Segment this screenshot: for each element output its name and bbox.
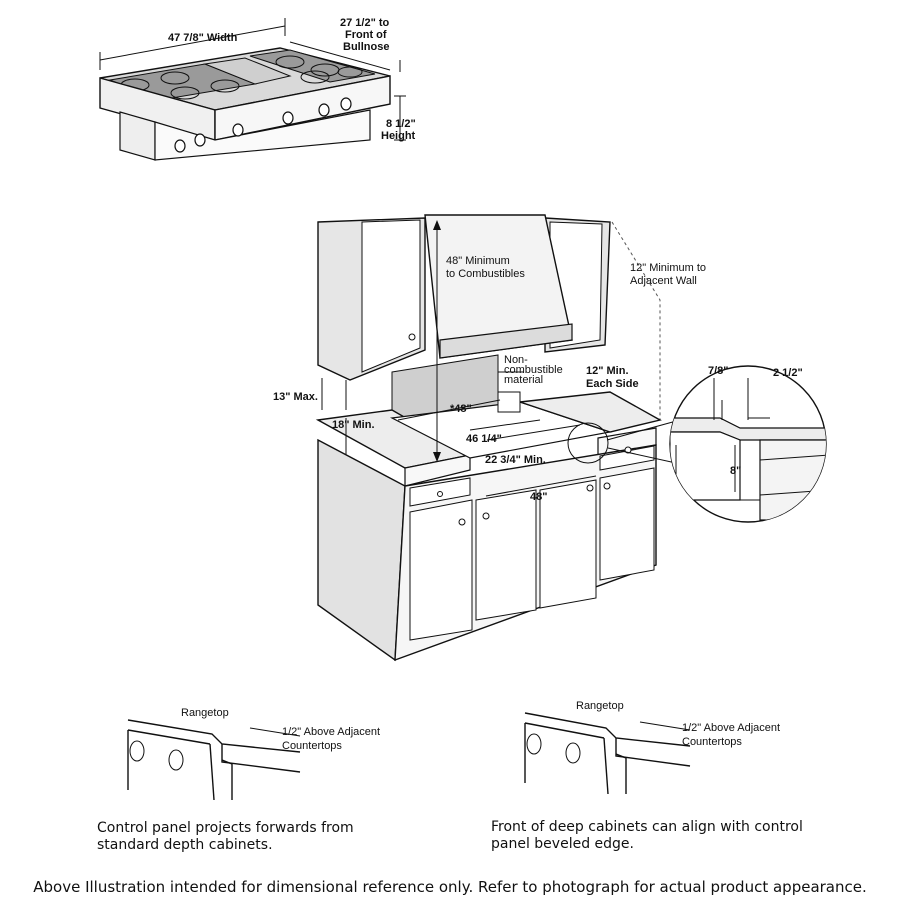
dim-22-min: 22 3/4" Min. bbox=[485, 454, 546, 466]
caption-right-line1: Front of deep cabinets can align with co… bbox=[491, 819, 803, 835]
caption-left-line2: standard depth cabinets. bbox=[97, 837, 273, 853]
noncomb-1: Non- bbox=[504, 354, 528, 366]
dim-width: 47 7/8" Width bbox=[168, 32, 238, 44]
detail-dim-7-8: 7/8" bbox=[708, 365, 729, 377]
dim-each-side-1: 12" Min. bbox=[586, 365, 629, 377]
noncomb-3: material bbox=[504, 374, 543, 386]
dim-each-side-2: Each Side bbox=[586, 378, 639, 390]
dim-46: 46 1/4" bbox=[466, 433, 502, 445]
dim-cab-48: 48" bbox=[530, 491, 547, 503]
dim-depth-2: Front of bbox=[345, 29, 387, 41]
detail-dim-2-1-2: 2 1/2" bbox=[773, 367, 803, 379]
profile-left: Rangetop 1/2" Above Adjacent Countertops bbox=[127, 707, 380, 801]
caption-left-line1: Control panel projects forwards from bbox=[97, 820, 354, 836]
dim-star-48: *48" bbox=[450, 403, 472, 415]
profile-left-title: Rangetop bbox=[181, 707, 229, 719]
dim-adjacent-wall-1: 12" Minimum to bbox=[630, 262, 706, 274]
dim-min-combustibles-2: to Combustibles bbox=[446, 268, 525, 280]
dim-13-max: 13" Max. bbox=[273, 391, 318, 403]
caption-right-line2: panel beveled edge. bbox=[491, 836, 634, 852]
rangetop-illustration: 47 7/8" Width 27 1/2" to Front of Bullno… bbox=[99, 17, 416, 161]
dim-depth-3: Bullnose bbox=[343, 41, 389, 53]
dim-depth-1: 27 1/2" to bbox=[340, 17, 390, 29]
profile-right-note-1: 1/2" Above Adjacent bbox=[682, 722, 780, 734]
caption-left: Control panel projects forwards from sta… bbox=[97, 820, 354, 854]
profile-right-title: Rangetop bbox=[576, 700, 624, 712]
profile-right: Rangetop 1/2" Above Adjacent Countertops bbox=[524, 700, 780, 795]
dim-height-1: 8 1/2" bbox=[386, 118, 416, 130]
profile-right-note-2: Countertops bbox=[682, 736, 742, 748]
dim-adjacent-wall-2: Adjacent Wall bbox=[630, 275, 697, 287]
dim-min-combustibles-1: 48" Minimum bbox=[446, 255, 510, 267]
detail-dim-8: 8" bbox=[730, 465, 741, 477]
disclaimer: Above Illustration intended for dimensio… bbox=[33, 878, 867, 896]
profile-left-note-1: 1/2" Above Adjacent bbox=[282, 726, 380, 738]
noncomb-2: combustible bbox=[504, 364, 563, 376]
dim-18-min: 18" Min. bbox=[332, 419, 375, 431]
installation-illustration: 48" Minimum to Combustibles 12" Minimum … bbox=[273, 214, 706, 662]
caption-right: Front of deep cabinets can align with co… bbox=[491, 819, 803, 853]
detail-callout: 7/8" 2 1/2" 8" bbox=[669, 365, 827, 523]
dim-height-2: Height bbox=[381, 130, 416, 142]
profile-left-note-2: Countertops bbox=[282, 740, 342, 752]
